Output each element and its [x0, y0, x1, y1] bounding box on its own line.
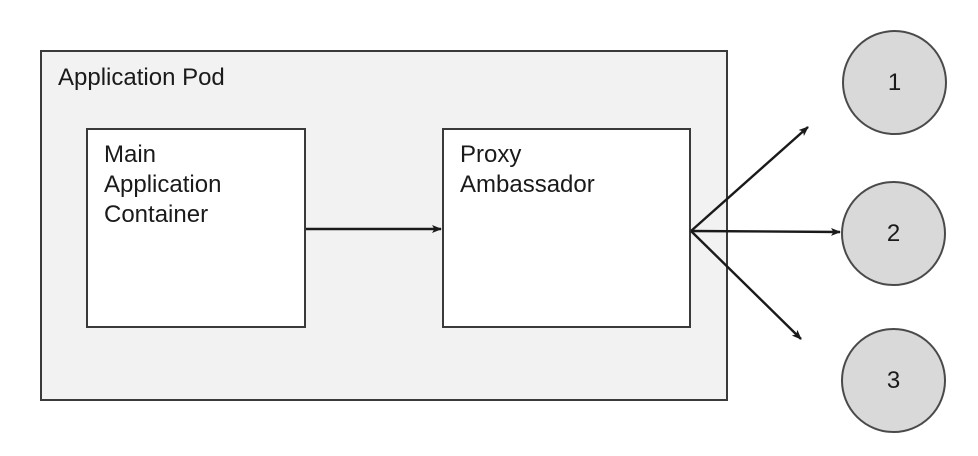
main-application-container-box[interactable]: Main Application Container — [86, 128, 306, 328]
endpoint-circle-2[interactable]: 2 — [841, 181, 946, 286]
proxy-ambassador-label: Proxy Ambassador — [460, 141, 595, 198]
application-pod-label: Application Pod — [58, 64, 225, 91]
endpoint-circle-2-label: 2 — [886, 219, 901, 247]
endpoint-circle-1[interactable]: 1 — [842, 30, 947, 135]
endpoint-circle-3[interactable]: 3 — [841, 328, 946, 433]
proxy-ambassador-box[interactable]: Proxy Ambassador — [442, 128, 691, 328]
endpoint-circle-1-label: 1 — [887, 68, 902, 96]
main-application-container-label: Main Application Container — [104, 141, 222, 228]
endpoint-circle-3-label: 3 — [886, 366, 901, 394]
